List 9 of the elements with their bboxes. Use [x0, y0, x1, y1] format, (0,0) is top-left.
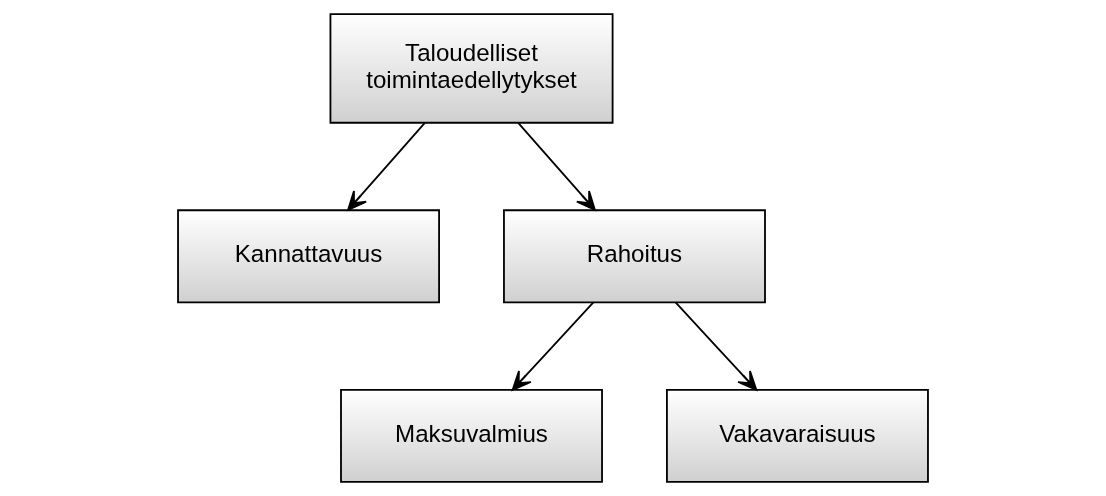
node-box: Vakavaraisuus [666, 388, 929, 483]
node-box: Kannattavuus [177, 209, 440, 304]
arrow [674, 301, 758, 391]
node-box: Rahoitus [503, 209, 766, 304]
arrow [511, 301, 595, 391]
arrow [517, 122, 596, 211]
arrow [347, 122, 426, 211]
node-box: Maksuvalmius [340, 388, 603, 483]
node-box: Taloudelliset toimintaedellytykset [329, 13, 614, 124]
